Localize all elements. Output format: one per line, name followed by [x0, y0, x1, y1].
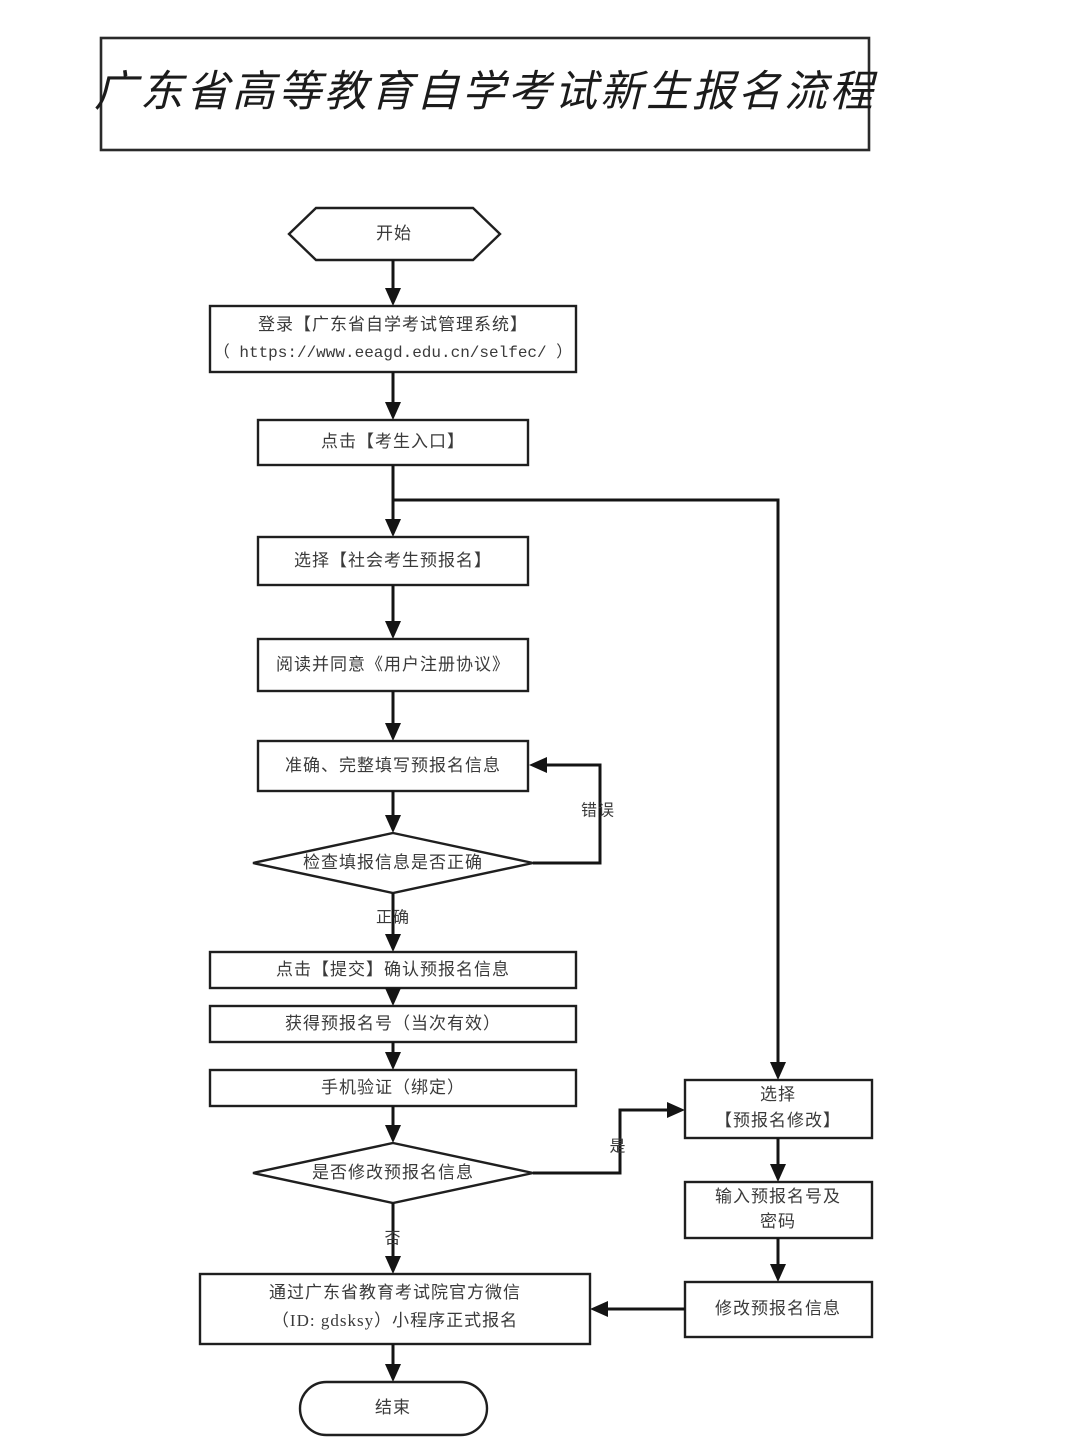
arrowhead-icon: [385, 1052, 401, 1070]
title-box-border: [99, 36, 871, 152]
arrowhead-icon: [529, 757, 547, 773]
end-stadium: [298, 1380, 489, 1437]
select-modify-label-line1: 选择: [760, 1085, 796, 1104]
select-modify-box: [683, 1078, 874, 1140]
node-modify-decision[interactable]: 是否修改预报名信息: [252, 1141, 534, 1205]
arrowhead-icon: [385, 1364, 401, 1382]
page-title: 广东省高等教育自学考试新生报名流程: [94, 69, 878, 116]
input-credentials-label-line2: 密码: [760, 1212, 796, 1231]
arrowhead-icon: [385, 402, 401, 420]
modify-decision-label: 是否修改预报名信息: [312, 1163, 474, 1182]
end-label: 结束: [375, 1398, 411, 1417]
title-banner: 广东省高等教育自学考试新生报名流程: [94, 36, 878, 152]
submit-confirm-label: 点击【提交】确认预报名信息: [276, 960, 510, 979]
node-check-info[interactable]: 检查填报信息是否正确: [252, 831, 534, 895]
edge-check-correct: 正确: [376, 893, 410, 952]
edge-label-error: 错误: [581, 802, 615, 820]
arrowhead-icon: [590, 1301, 608, 1317]
arrowhead-icon: [385, 723, 401, 741]
select-preregister-box: [256, 535, 530, 587]
node-select-modify[interactable]: 选择 【预报名修改】: [683, 1078, 874, 1140]
arrowhead-icon: [770, 1062, 786, 1080]
arrowhead-icon: [385, 1125, 401, 1143]
edge-start-to-login: [385, 260, 401, 306]
login-label-line2: （ https://www.eeagd.edu.cn/selfec/ ）: [214, 343, 572, 362]
node-get-number[interactable]: 获得预报名号（当次有效）: [208, 1004, 578, 1044]
edge-select-to-agree: [385, 585, 401, 639]
node-input-credentials[interactable]: 输入预报名号及 密码: [683, 1180, 874, 1240]
official-register-label-line2: （ID: gdsksy）小程序正式报名: [272, 1311, 518, 1330]
node-modify-info[interactable]: 修改预报名信息: [683, 1280, 874, 1339]
input-credentials-label-line1: 输入预报名号及: [715, 1187, 841, 1206]
node-end[interactable]: 结束: [298, 1380, 489, 1437]
fill-info-label: 准确、完整填写预报名信息: [285, 756, 501, 775]
edge-agree-to-fill: [385, 691, 401, 741]
edge-label-no: 否: [384, 1231, 401, 1248]
node-select-preregister[interactable]: 选择【社会考生预报名】: [256, 535, 530, 587]
agree-terms-label: 阅读并同意《用户注册协议》: [276, 655, 510, 674]
start-hexagon: [287, 206, 502, 262]
agree-terms-box: [256, 637, 530, 693]
edge-modify-info-to-official: [590, 1301, 685, 1317]
node-start[interactable]: 开始: [287, 206, 502, 262]
node-submit-confirm[interactable]: 点击【提交】确认预报名信息: [208, 950, 578, 990]
edge-fill-to-check: [385, 791, 401, 833]
edge-credentials-to-modify-info: [770, 1238, 786, 1282]
login-label-line1: 登录【广东省自学考试管理系统】: [258, 315, 528, 334]
edge-modify-no: 否: [384, 1203, 401, 1274]
node-login[interactable]: 登录【广东省自学考试管理系统】 （ https://www.eeagd.edu.…: [208, 304, 578, 374]
edge-label-correct: 正确: [376, 909, 410, 927]
check-info-label: 检查填报信息是否正确: [303, 853, 483, 872]
arrowhead-icon: [385, 934, 401, 952]
arrowhead-icon: [385, 815, 401, 833]
get-number-label: 获得预报名号（当次有效）: [285, 1014, 501, 1033]
edge-submit-to-number: [385, 988, 401, 1006]
arrowhead-icon: [385, 621, 401, 639]
edge-phone-to-modify-decision: [385, 1106, 401, 1143]
modify-info-box: [683, 1280, 874, 1339]
node-click-entry[interactable]: 点击【考生入口】: [256, 418, 530, 467]
node-agree-terms[interactable]: 阅读并同意《用户注册协议》: [256, 637, 530, 693]
arrowhead-icon: [667, 1102, 685, 1118]
arrowhead-icon: [385, 519, 401, 537]
edge-official-to-end: [385, 1344, 401, 1382]
edge-login-to-entry: [385, 372, 401, 420]
phone-verify-label: 手机验证（绑定）: [321, 1078, 465, 1097]
arrowhead-icon: [770, 1164, 786, 1182]
select-modify-label-line2: 【预报名修改】: [715, 1111, 841, 1130]
get-number-box: [208, 1004, 578, 1044]
edge-number-to-phone: [385, 1042, 401, 1070]
submit-confirm-box: [208, 950, 578, 990]
select-preregister-label: 选择【社会考生预报名】: [294, 551, 492, 570]
node-official-register[interactable]: 通过广东省教育考试院官方微信 （ID: gdsksy）小程序正式报名: [198, 1272, 592, 1346]
arrowhead-icon: [385, 1256, 401, 1274]
input-credentials-box: [683, 1180, 874, 1240]
official-register-box: [198, 1272, 592, 1346]
edge-select-modify-to-credentials: [770, 1138, 786, 1182]
start-label: 开始: [376, 224, 412, 243]
edge-modify-yes: 是: [533, 1102, 685, 1175]
node-phone-verify[interactable]: 手机验证（绑定）: [208, 1068, 578, 1108]
node-fill-info[interactable]: 准确、完整填写预报名信息: [256, 739, 530, 793]
official-register-label-line1: 通过广东省教育考试院官方微信: [269, 1283, 521, 1302]
click-entry-label: 点击【考生入口】: [321, 432, 465, 451]
arrowhead-icon: [385, 288, 401, 306]
arrowhead-icon: [385, 988, 401, 1006]
edge-label-yes: 是: [609, 1139, 626, 1156]
edge-entry-to-select-and-branch: [385, 465, 786, 1080]
edge-check-error-loop: 错误: [529, 757, 615, 865]
login-box: [208, 304, 578, 374]
modify-info-label: 修改预报名信息: [715, 1299, 841, 1318]
arrowhead-icon: [770, 1264, 786, 1282]
